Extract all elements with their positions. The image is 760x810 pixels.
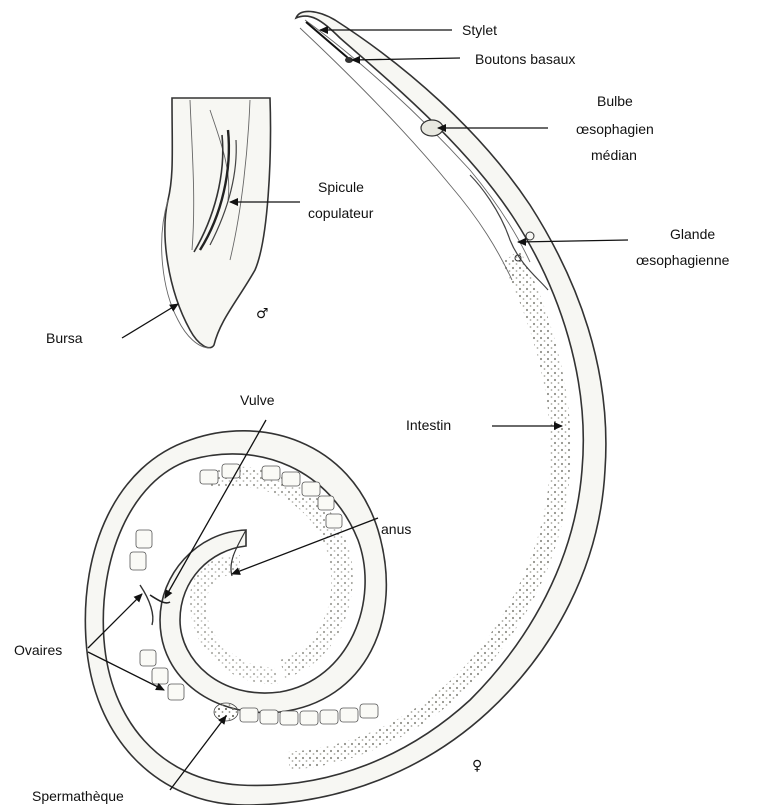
arrow-bursa: [122, 304, 178, 338]
label-stylet: Stylet: [462, 22, 497, 38]
label-intestin: Intestin: [406, 417, 451, 433]
label-anus: anus: [381, 521, 411, 537]
label-spicule-line1: Spicule: [318, 179, 364, 195]
arrow-anus: [232, 518, 378, 574]
label-bulbe-line1: Bulbe: [597, 93, 633, 109]
female-body-drawing: [85, 11, 606, 805]
label-spicule-line2: copulateur: [308, 205, 374, 221]
label-ovaires: Ovaires: [14, 642, 62, 658]
label-vulve: Vulve: [240, 392, 275, 408]
label-spermatheque: Spermathèque: [32, 788, 124, 804]
label-glande-line2: œsophagienne: [636, 252, 730, 268]
male-tail-drawing: [162, 98, 271, 348]
female-symbol: ♀: [472, 758, 482, 774]
label-boutons-basaux: Boutons basaux: [475, 51, 575, 67]
label-glande-line1: Glande: [670, 226, 715, 242]
label-bulbe-line3: médian: [591, 147, 637, 163]
pointer-arrows: [88, 30, 628, 790]
label-bulbe-line2: œsophagien: [576, 121, 654, 137]
male-symbol: ♂: [256, 306, 269, 322]
label-bursa: Bursa: [46, 330, 83, 346]
labels: Stylet Boutons basaux Bulbe œsophagien m…: [14, 22, 730, 804]
